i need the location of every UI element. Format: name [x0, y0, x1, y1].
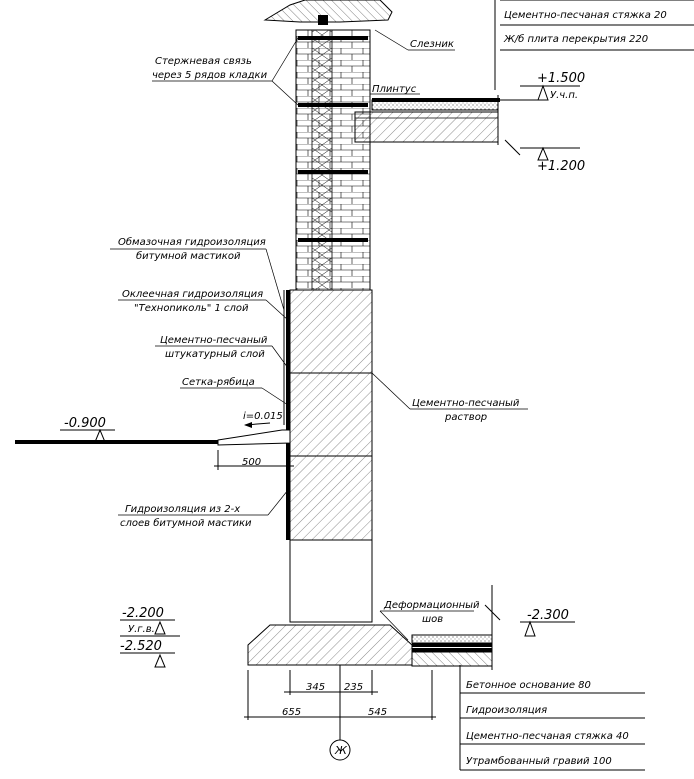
callout-drip: Слезник — [374, 29, 455, 51]
blind-width: 500 — [242, 457, 261, 468]
coat-wp-label-2: битумной мастикой — [136, 250, 241, 262]
mortar-label-2: раствор — [444, 412, 487, 423]
level-footing-top-text: -2.200 — [122, 606, 164, 621]
callout-mesh: Сетка-рябица — [180, 376, 289, 406]
level-basement-text: -2.300 — [527, 608, 569, 623]
level-ground-text: -0.900 — [64, 416, 106, 431]
legend-slab-screed: Цементно-песчаная стяжка 20 — [504, 10, 667, 21]
top-right-legend: Цементно-песчаная стяжка 20 Ж/б плита пе… — [500, 0, 694, 51]
footing-tag: У.г.в. — [128, 624, 155, 635]
plinth-label: Плинтус — [372, 84, 417, 95]
rod-tie-label-2: через 5 рядов кладки — [152, 70, 268, 81]
drip-label: Слезник — [410, 39, 454, 50]
top-parapet — [263, 0, 496, 90]
mortar-label-1: Цементно-песчаный — [412, 398, 520, 409]
callout-coat-wp: Обмазочная гидроизоляция битумной мастик… — [110, 236, 285, 311]
level-ground: -0.900 — [60, 416, 115, 443]
layer-2-text: Гидроизоляция — [466, 705, 547, 716]
plaster-label-2: штукатурный слой — [165, 349, 265, 360]
rod-tie-label-1: Стержневая связь — [155, 56, 252, 67]
layer-1-text: Бетонное основание 80 — [466, 680, 591, 691]
dim-655: 655 — [282, 707, 301, 718]
callout-mortar: Цементно-песчаный раствор — [371, 372, 528, 423]
callout-expansion: Деформационный шов — [379, 600, 480, 641]
level-slab-bottom: +1.200 — [520, 146, 585, 174]
level-footing-bottom-text: -2.520 — [120, 639, 162, 654]
expansion-label-1: Деформационный — [383, 600, 480, 611]
expansion-label-2: шов — [422, 614, 443, 625]
bitumen-wp-label-2: слоев битумной мастики — [120, 517, 252, 529]
coat-wp-label-1: Обмазочная гидроизоляция — [118, 236, 266, 248]
axis-label: Ж — [334, 744, 348, 757]
callout-bitumen-wp: Гидроизоляция из 2-х слоев битумной маст… — [118, 489, 289, 529]
roll-wp-label-1: Оклеечная гидроизоляция — [122, 289, 263, 300]
level-floor-text: +1.500 — [537, 71, 585, 86]
callout-plaster: Цементно-песчаный штукатурный слой — [155, 335, 289, 369]
dim-545: 545 — [368, 707, 387, 718]
level-basement: -2.300 — [520, 608, 575, 637]
floor-layers-legend: Бетонное основание 80 Гидроизоляция Цеме… — [459, 665, 645, 771]
level-footing: -2.200 У.г.в. -2.520 — [120, 606, 180, 668]
basement-floor — [411, 585, 501, 670]
bottom-dimensions: 345 235 655 545 Ж — [244, 665, 436, 761]
dim-235: 235 — [344, 682, 363, 693]
level-floor: +1.500 У.ч.п. — [500, 71, 585, 101]
floor-slab — [354, 95, 521, 156]
axis-marker — [329, 739, 351, 761]
blind-area: i=0.015 500 — [15, 411, 294, 470]
brick-wall — [295, 29, 371, 291]
legend-slab: Ж/б плита перекрытия 220 — [503, 33, 648, 45]
layer-4-text: Утрамбованный гравий 100 — [466, 755, 612, 767]
foundation-blocks — [247, 289, 413, 666]
callout-plinth: Плинтус — [370, 84, 420, 95]
floor-tag: У.ч.п. — [550, 90, 578, 101]
mesh-label: Сетка-рябица — [182, 376, 255, 388]
bitumen-wp-label-1: Гидроизоляция из 2-х — [125, 504, 240, 515]
plaster-label-1: Цементно-песчаный — [160, 335, 268, 346]
layer-3-text: Цементно-песчаная стяжка 40 — [466, 731, 629, 742]
callout-roll-wp: Оклеечная гидроизоляция "Техноnиколь" 1 … — [118, 289, 289, 321]
roll-wp-label-2: "Техноnиколь" 1 слой — [134, 303, 249, 314]
level-slab-bottom-text: +1.200 — [537, 159, 585, 174]
slope-label: i=0.015 — [243, 411, 283, 422]
callout-rod-tie: Стержневая связь через 5 рядов кладки — [152, 37, 299, 106]
dim-345: 345 — [306, 682, 325, 693]
wall-waterproofing — [283, 290, 290, 540]
